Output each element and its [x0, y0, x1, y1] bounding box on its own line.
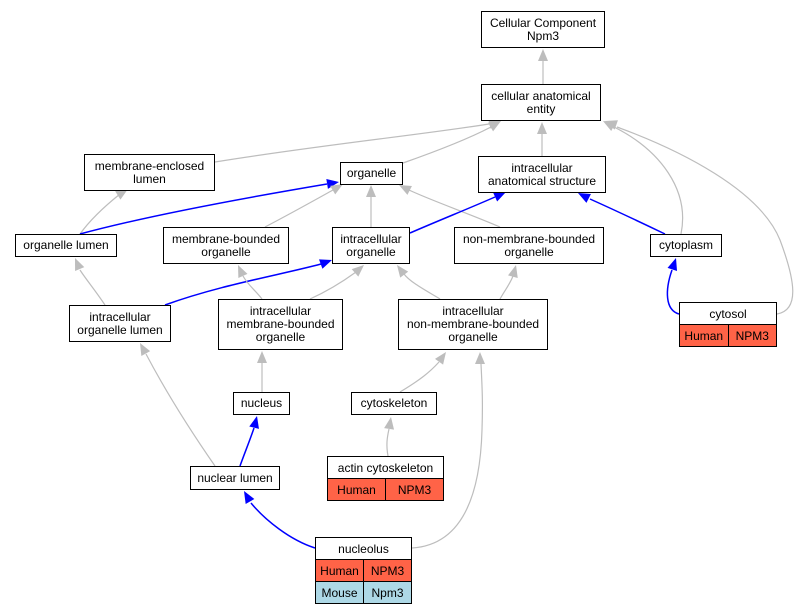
arrowhead-icon [238, 265, 248, 278]
arrowhead-icon [384, 417, 395, 430]
species-cell: Human [680, 325, 728, 346]
edge-inmbo-to-io [403, 273, 441, 300]
gene-cell: Npm3 [363, 582, 411, 603]
species-cell: Mouse [316, 582, 363, 603]
species-cell: Human [328, 479, 385, 500]
arrowhead-icon [475, 352, 485, 364]
edge-cytosol-to-cytoplasm [666, 269, 680, 315]
arrowhead-icon [493, 192, 506, 202]
node-organelle-lumen[interactable]: organelle lumen [15, 234, 117, 257]
arrowhead-icon [257, 351, 267, 363]
gene-cell: NPM3 [363, 560, 411, 581]
edge-cytoplasm-to-cae [613, 126, 684, 235]
edge-imbo-to-mbo [242, 275, 263, 300]
node-non-membrane-bounded-organelle[interactable]: non-membrane-bounded organelle [454, 227, 604, 264]
node-intracellular-non-membrane-bounded-organelle[interactable]: intracellular non-membrane-bounded organ… [398, 299, 548, 350]
node-cytoplasm[interactable]: cytoplasm [650, 234, 722, 257]
edge-olumen-to-mel [79, 193, 121, 235]
arrowhead-icon [488, 121, 501, 132]
arrowhead-icon [249, 416, 259, 429]
actin-title: actin cytoskeleton [328, 457, 443, 479]
arrowhead-icon [508, 265, 518, 278]
cytosol-row-human: Human NPM3 [680, 325, 776, 346]
edge-actin-to-cytoskeleton [386, 428, 390, 457]
edge-nucleolus-to-inmbo [411, 363, 484, 549]
gene-cell: NPM3 [385, 479, 443, 500]
arrowhead-icon [434, 352, 446, 365]
cytosol-title: cytosol [680, 303, 776, 325]
node-intracellular-organelle[interactable]: intracellular organelle [332, 227, 410, 264]
nucleolus-title: nucleolus [316, 538, 411, 560]
edge-cytosol-to-cae [616, 126, 794, 315]
node-organelle[interactable]: organelle [340, 162, 403, 185]
arrowhead-icon [538, 49, 548, 61]
edge-iol-to-io [164, 263, 322, 306]
edge-nucleolus-to-nlumen [250, 502, 316, 549]
arrowhead-icon [366, 185, 376, 197]
node-intracellular-membrane-bounded-organelle[interactable]: intracellular membrane-bounded organelle [218, 299, 343, 350]
arrowhead-icon [140, 343, 151, 356]
edge-nmbo-to-organelle [408, 189, 501, 228]
arrowhead-icon [330, 184, 343, 195]
node-nucleus[interactable]: nucleus [233, 392, 290, 415]
node-nucleolus[interactable]: nucleolus Human NPM3 Mouse Npm3 [315, 537, 412, 604]
edge-mbo-to-organelle [264, 189, 334, 228]
arrowhead-icon [75, 258, 85, 271]
arrowhead-icon [605, 120, 618, 130]
node-cellular-component[interactable]: Cellular Component Npm3 [481, 11, 605, 48]
arrowhead-icon [351, 265, 364, 277]
arrowhead-icon [397, 265, 409, 278]
arrowhead-icon [326, 178, 339, 189]
nucleolus-row-human: Human NPM3 [316, 560, 411, 582]
arrowhead-icon [319, 259, 332, 269]
edge-nlumen-to-nucleus [239, 427, 255, 467]
arrowhead-icon [244, 491, 255, 504]
node-cellular-anatomical-entity[interactable]: cellular anatomical entity [481, 84, 601, 121]
edge-organelle-to-cae [402, 126, 492, 164]
edge-cytoplasm-to-ias [589, 198, 666, 235]
edge-imbo-to-io [309, 271, 357, 300]
arrowhead-icon [578, 193, 591, 203]
arrowhead-icon [399, 185, 412, 195]
node-membrane-enclosed-lumen[interactable]: membrane-enclosed lumen [84, 154, 215, 191]
edge-cytoskeleton-to-inmbo [399, 361, 440, 393]
species-cell: Human [316, 560, 363, 581]
actin-row-human: Human NPM3 [328, 479, 443, 500]
node-intracellular-anatomical-structure[interactable]: intracellular anatomical structure [478, 156, 606, 193]
edge-olumen-to-organelle [79, 183, 328, 235]
node-membrane-bounded-organelle[interactable]: membrane-bounded organelle [163, 227, 289, 264]
node-nuclear-lumen[interactable]: nuclear lumen [190, 466, 280, 490]
edge-nlumen-to-iol [145, 353, 216, 467]
edge-iol-to-olumen [79, 269, 106, 306]
node-cytosol[interactable]: cytosol Human NPM3 [679, 302, 777, 347]
edge-io-to-ias [409, 196, 496, 234]
arrowhead-icon [667, 258, 678, 271]
arrowhead-icon [537, 122, 547, 134]
nucleolus-row-mouse: Mouse Npm3 [316, 582, 411, 603]
node-intracellular-organelle-lumen[interactable]: intracellular organelle lumen [69, 305, 171, 342]
edge-mel-to-cae [214, 123, 490, 163]
edge-inmbo-to-nmbo [499, 275, 514, 300]
arrowhead-icon [115, 189, 128, 200]
node-cytoskeleton[interactable]: cytoskeleton [351, 392, 437, 415]
gene-cell: NPM3 [727, 325, 776, 346]
node-actin-cytoskeleton[interactable]: actin cytoskeleton Human NPM3 [327, 456, 444, 501]
